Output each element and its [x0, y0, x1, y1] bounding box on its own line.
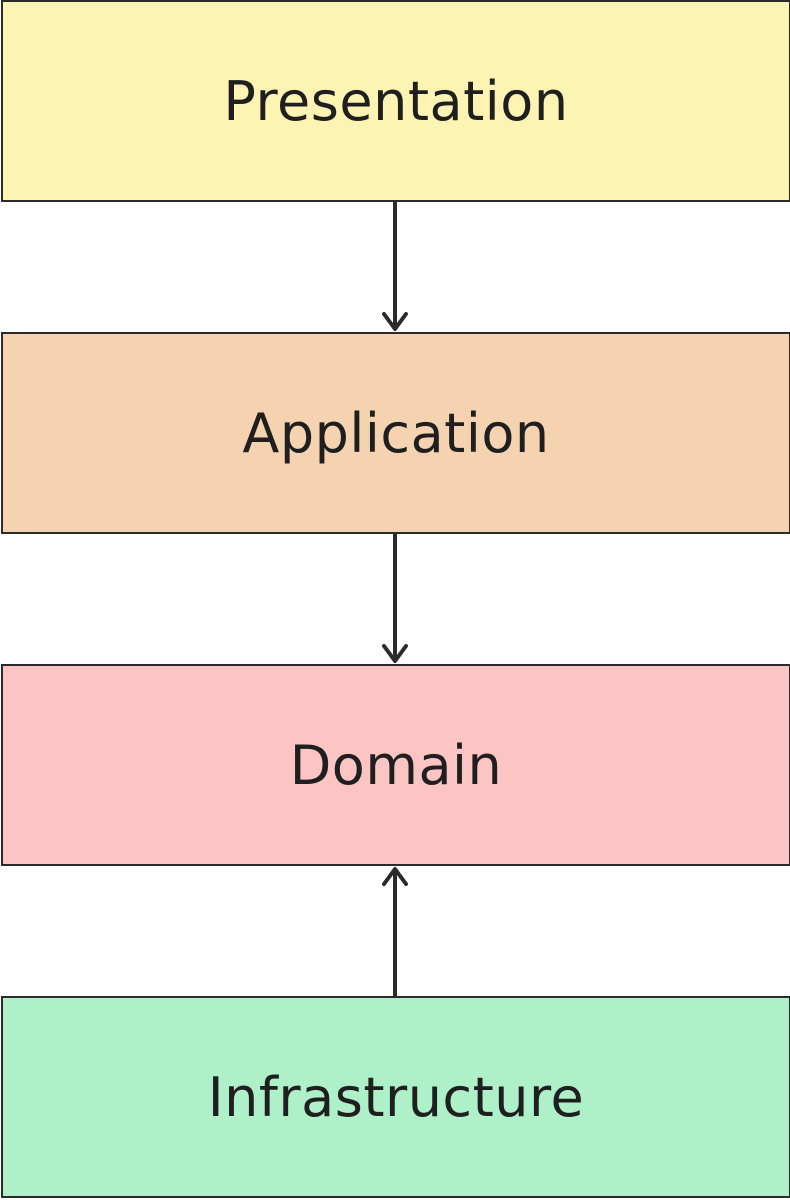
arrow-presentation-to-application	[382, 200, 408, 331]
application-layer-label: Application	[242, 401, 550, 465]
arrow-infrastructure-to-domain	[382, 867, 408, 998]
infrastructure-layer-label: Infrastructure	[207, 1065, 585, 1129]
infrastructure-layer-box: Infrastructure	[1, 996, 790, 1198]
arrow-application-to-domain	[382, 532, 408, 663]
presentation-layer-box: Presentation	[1, 0, 790, 202]
application-layer-box: Application	[1, 332, 790, 534]
presentation-layer-label: Presentation	[223, 69, 569, 133]
domain-layer-label: Domain	[289, 733, 503, 797]
domain-layer-box: Domain	[1, 664, 790, 866]
